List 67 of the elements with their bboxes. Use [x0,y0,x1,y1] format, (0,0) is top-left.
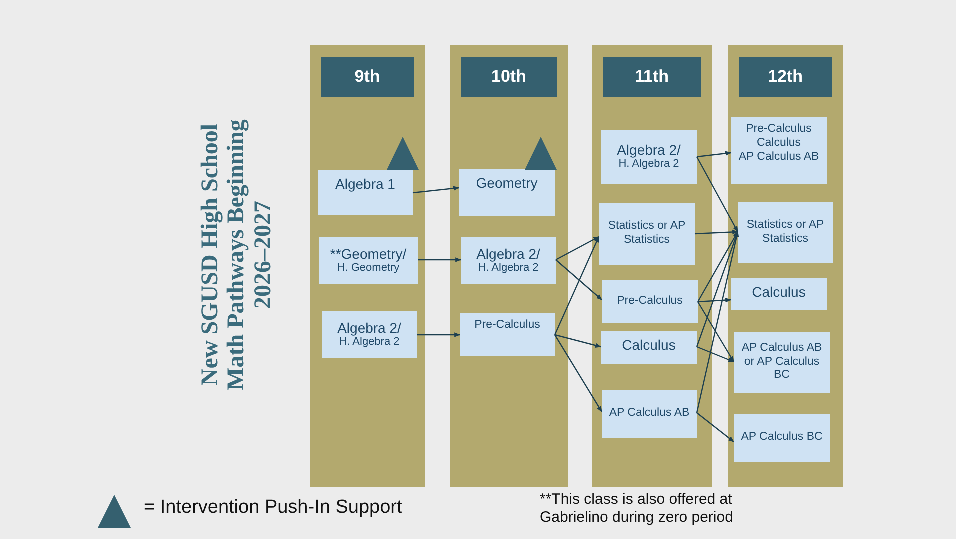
grade-heading: 11th [603,57,701,97]
arrow [417,332,461,338]
course-name: Pre-Calculus [617,294,683,308]
course-name: Calculus [622,337,676,354]
arrow [698,298,732,303]
grade-column [450,45,568,487]
grade-column [310,45,425,487]
arrow [696,231,740,414]
course-box [319,237,418,284]
course-box [322,311,417,358]
course-box [734,332,830,393]
course-box [602,390,697,438]
course-name: AP Calculus AB [738,150,820,164]
arrow [697,231,739,302]
course-box [734,414,830,462]
arrow [554,334,603,412]
arrow [556,260,602,300]
course-box [318,170,413,215]
arrow [556,236,600,261]
course-box [602,280,698,323]
course-name: H. Algebra 2 [339,336,400,350]
arrow [696,231,739,348]
grade-column [728,45,843,487]
arrow [694,230,739,235]
course-name: Algebra 2/ [617,142,681,158]
course-name: Pre-Calculus [474,319,540,333]
course-box [738,202,833,263]
course-name: AP Calculus AB or AP Calculus BC [740,342,824,384]
arrow [696,346,735,363]
arrow [418,258,462,262]
grade-heading: 12th [739,57,832,97]
course-box [599,203,695,265]
arrow [696,156,739,233]
arrow [697,302,735,363]
course-name: Pre-Calculus [746,123,812,137]
course-name: Statistics or AP Statistics [746,218,826,246]
course-name: **Geometry/ [330,246,407,262]
diagram-title: New SGUSD High School Math Pathways Beginning 2026–2027 [197,118,277,392]
course-name: H. Geometry [337,262,400,276]
course-box [601,130,697,184]
grade-heading: 10th [461,57,557,97]
arrow [696,151,732,158]
course-box [461,237,556,284]
course-name: H. Algebra 2 [618,158,680,172]
course-box [731,117,827,184]
course-name: Algebra 1 [336,176,396,192]
legend-text: = Intervention Push-In Support [144,497,402,519]
grade-column [592,45,712,487]
course-box [460,313,555,356]
course-name: Statistics or AP Statistics [607,220,687,248]
course-name: Calculus [756,136,802,151]
course-name: AP Calculus AB [609,407,690,421]
course-box [731,278,827,310]
course-name: H. Algebra 2 [478,262,539,276]
course-box [459,169,555,216]
course-name: Algebra 2/ [338,320,402,336]
footnote: **This class is also offered at Gabrielino during zero period [540,491,734,527]
course-box [601,331,697,364]
course-name: Calculus [752,284,806,300]
grade-heading: 9th [321,57,414,97]
arrow [696,412,734,442]
course-name: AP Calculus BC [741,431,823,445]
course-name: Geometry [476,175,538,192]
arrow [554,236,600,336]
course-name: Algebra 2/ [476,246,540,262]
arrow [554,334,602,348]
arrow [412,186,460,194]
